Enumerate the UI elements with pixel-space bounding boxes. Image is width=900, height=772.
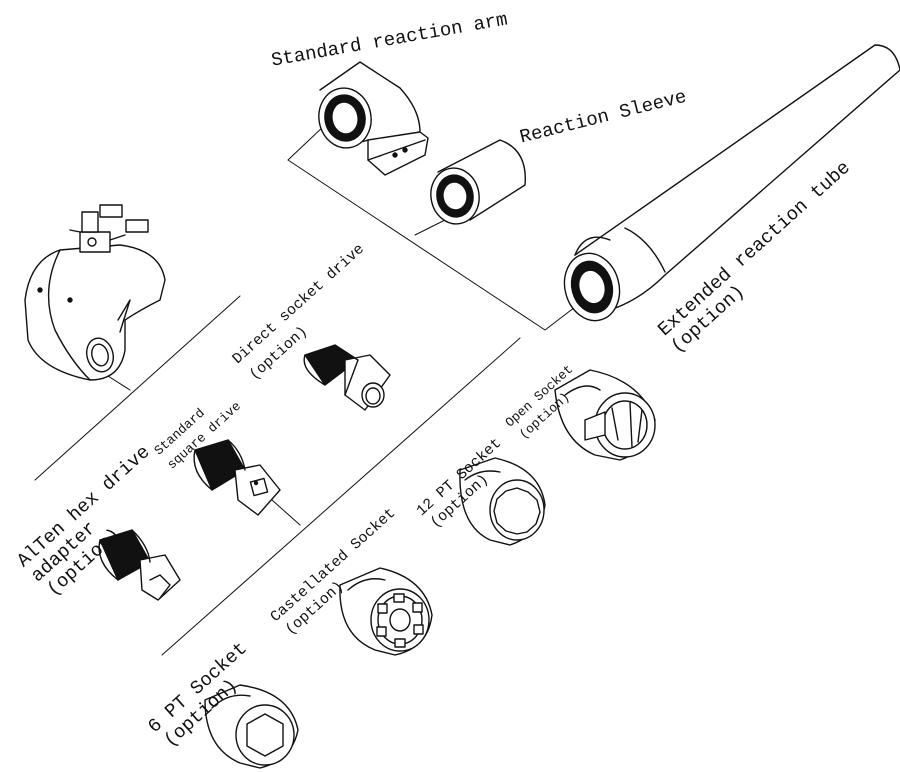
allen-hex-adapter — [99, 530, 180, 600]
reaction-sleeve — [427, 140, 526, 228]
standard-square-drive — [194, 440, 280, 515]
direct-socket-drive — [304, 345, 390, 410]
standard-reaction-arm — [314, 62, 428, 175]
extended-reaction-tube — [557, 45, 900, 327]
6pt-socket — [205, 685, 298, 768]
torque-wrench-tool — [25, 205, 165, 380]
open-socket — [555, 370, 655, 460]
castellated-socket — [340, 568, 432, 655]
12pt-socket — [460, 458, 545, 545]
